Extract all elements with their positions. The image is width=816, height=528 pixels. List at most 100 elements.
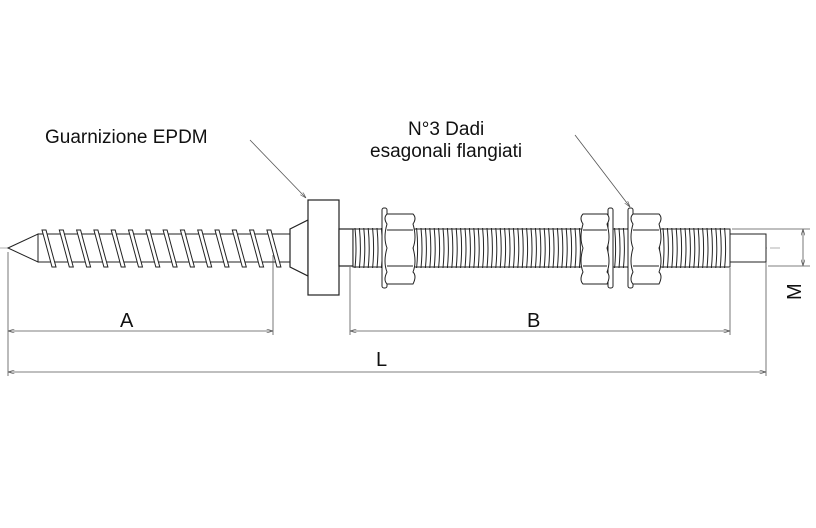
metric-thread-turn: [499, 227, 502, 269]
nut-flange: [607, 207, 614, 289]
metric-thread-turn: [416, 227, 419, 269]
wood-thread-turn: [93, 229, 109, 268]
metric-thread-part: [352, 227, 767, 269]
dimension-l-label: L: [376, 349, 387, 371]
metric-thread-turn: [574, 227, 577, 269]
gasket-leader: [249, 139, 306, 198]
metric-thread-turn: [455, 227, 458, 269]
metric-thread-turn: [666, 227, 669, 269]
wood-thread-turn: [214, 229, 230, 268]
metric-thread-turn: [376, 227, 379, 269]
metric-thread-turn: [662, 227, 665, 269]
metric-thread-turn: [724, 227, 727, 269]
metric-thread-turn: [710, 227, 713, 269]
metric-thread-turn: [671, 227, 674, 269]
metric-thread-turn: [561, 227, 564, 269]
wood-thread-turn: [41, 229, 57, 268]
wood-thread-turn: [110, 229, 126, 268]
wood-thread-turn: [162, 229, 178, 268]
metric-thread-turn: [539, 227, 542, 269]
dimension-m-label: M: [784, 283, 806, 300]
metric-thread-turn: [464, 227, 467, 269]
cone-washer: [289, 219, 309, 277]
metric-thread-turn: [570, 227, 573, 269]
metric-thread-turn: [521, 227, 524, 269]
dimension-a-label: A: [120, 310, 134, 332]
metric-thread-turn: [512, 227, 515, 269]
metric-thread-turn: [438, 227, 441, 269]
metric-thread-turn: [451, 227, 454, 269]
wood-thread-turn: [231, 229, 247, 268]
metric-thread-turn: [565, 227, 568, 269]
hex-nut-body: [384, 213, 416, 285]
metric-thread-turn: [358, 227, 361, 269]
wood-thread-turn: [145, 229, 161, 268]
nuts-leader: [574, 134, 630, 207]
wood-thread-turn: [248, 229, 265, 268]
metric-thread-turn: [367, 227, 370, 269]
metric-thread-turn: [693, 227, 696, 269]
metric-thread-turn: [433, 227, 436, 269]
metric-thread-turn: [460, 227, 463, 269]
metric-thread-turn: [719, 227, 722, 269]
hex-nut-body: [630, 213, 662, 285]
metric-thread-turn: [429, 227, 432, 269]
metric-thread-turn: [622, 227, 625, 269]
metric-thread-turn: [552, 227, 555, 269]
metric-thread-turn: [477, 227, 480, 269]
metric-thread-turn: [495, 227, 498, 269]
metric-thread-turn: [490, 227, 493, 269]
metric-thread-turn: [442, 227, 445, 269]
metric-thread-turn: [548, 227, 551, 269]
flanged-hex-nuts: [381, 207, 662, 289]
metric-thread-turn: [424, 227, 427, 269]
metric-thread-turn: [468, 227, 471, 269]
metric-thread-turn: [508, 227, 511, 269]
metric-thread-turn: [473, 227, 476, 269]
metric-thread-turn: [486, 227, 489, 269]
gasket-assembly: [289, 199, 354, 296]
wood-screw-part: [6, 229, 291, 268]
metric-shank: [352, 228, 731, 268]
metric-thread-turn: [482, 227, 485, 269]
metric-thread-turn: [530, 227, 533, 269]
metric-thread-turn: [526, 227, 529, 269]
metric-thread-turn: [578, 227, 581, 269]
metric-thread-turn: [446, 227, 449, 269]
metric-thread-turn: [372, 227, 375, 269]
metric-thread-turn: [697, 227, 700, 269]
metric-thread-turn: [702, 227, 705, 269]
metric-thread-turn: [675, 227, 678, 269]
wood-thread-turn: [179, 229, 196, 268]
epdm-gasket: [307, 199, 340, 296]
metric-thread-turn: [706, 227, 709, 269]
metric-thread-turn: [556, 227, 559, 269]
collar: [338, 228, 354, 267]
metric-thread-turn: [680, 227, 683, 269]
wood-threads: [41, 229, 282, 268]
metric-thread-turn: [614, 227, 617, 269]
dimension-b-label: B: [527, 310, 540, 332]
nuts-label-line2: esagonali flangiati: [370, 141, 522, 162]
metric-thread-turn: [504, 227, 507, 269]
metric-thread-turn: [363, 227, 366, 269]
metric-thread-turn: [684, 227, 687, 269]
nuts-label-line1: N°3 Dadi: [408, 119, 484, 140]
gasket-label: Guarnizione EPDM: [45, 127, 208, 148]
screw-tip: [6, 233, 39, 263]
metric-thread-turn: [354, 227, 357, 269]
metric-thread-turn: [688, 227, 691, 269]
metric-thread-turn: [534, 227, 537, 269]
wood-thread-turn: [127, 229, 144, 268]
wood-thread-turn: [58, 229, 74, 268]
wood-thread-turn: [75, 229, 92, 268]
wood-thread-turn: [197, 229, 213, 268]
metric-thread-turn: [715, 227, 718, 269]
metric-thread-turn: [543, 227, 546, 269]
hex-nut-body: [580, 213, 610, 285]
wood-thread-turn: [266, 229, 282, 268]
metric-thread-turn: [517, 227, 520, 269]
metric-thread-turn: [618, 227, 621, 269]
extension-lines: [7, 228, 810, 376]
